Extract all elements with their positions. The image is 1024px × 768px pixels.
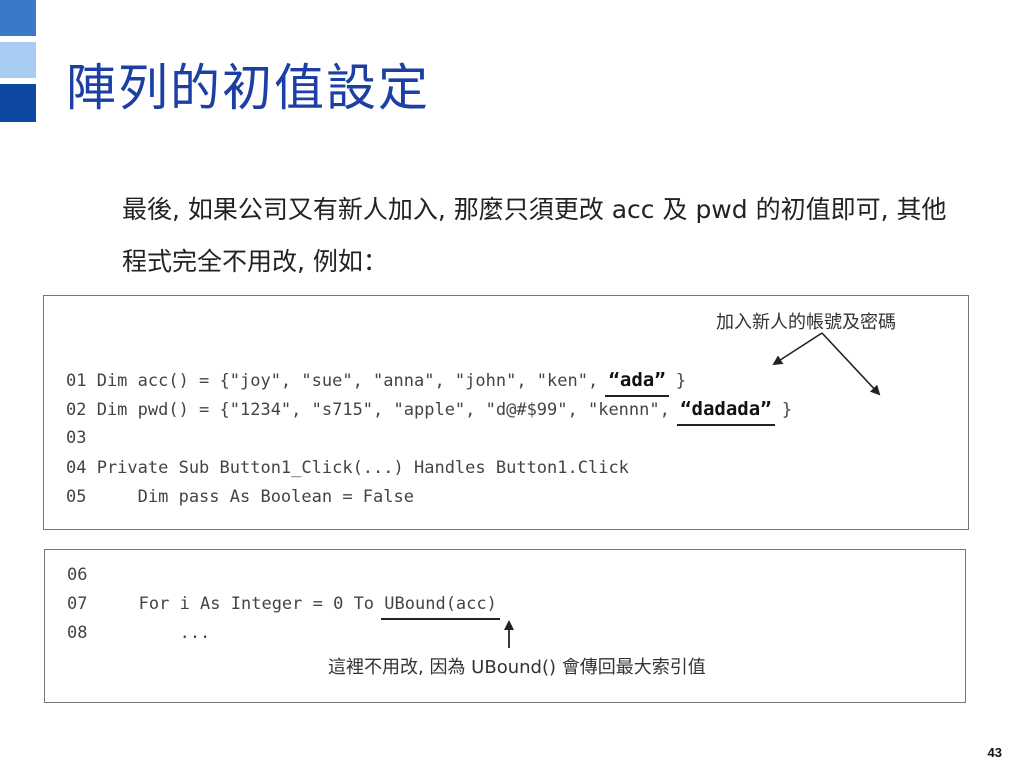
page-number: 43 bbox=[987, 745, 1002, 760]
underline bbox=[381, 618, 500, 620]
arrow-to-ada bbox=[772, 332, 823, 366]
code-box-1: 加入新人的帳號及密碼 01 Dim acc() = {"joy", "sue",… bbox=[43, 295, 969, 530]
decor-square-top bbox=[0, 0, 36, 36]
highlight-text: “ada” bbox=[608, 369, 666, 391]
decor-square-bottom bbox=[0, 84, 36, 122]
code-text: 02 Dim pwd() = {"1234", "s715", "apple",… bbox=[66, 400, 681, 420]
slide-title: 陣列的初值設定 bbox=[66, 59, 430, 117]
annotation-ubound: 這裡不用改, 因為 UBound() 會傳回最大索引值 bbox=[328, 657, 706, 678]
underline bbox=[605, 395, 669, 397]
code-line-04: 04 Private Sub Button1_Click(...) Handle… bbox=[66, 458, 629, 478]
underline bbox=[677, 424, 775, 426]
intro-paragraph: 最後, 如果公司又有新人加入, 那麼只須更改 acc 及 pwd 的初值即可, … bbox=[122, 195, 947, 276]
code-line-08: 08 ... bbox=[67, 623, 211, 643]
decor-square-middle bbox=[0, 42, 36, 78]
highlight-ubound: UBound(acc) bbox=[381, 593, 500, 620]
code-text: } bbox=[665, 371, 687, 391]
annotation-arrows bbox=[772, 332, 881, 396]
code-line-07: 07 For i As Integer = 0 To UBound(acc) bbox=[67, 593, 500, 620]
code-text: } bbox=[771, 400, 793, 420]
code-text: 07 For i As Integer = 0 To bbox=[67, 594, 385, 614]
code-box-2: 06 07 For i As Integer = 0 To UBound(acc… bbox=[44, 549, 966, 703]
code-line-05: 05 Dim pass As Boolean = False bbox=[66, 487, 414, 507]
code-line-02: 02 Dim pwd() = {"1234", "s715", "apple",… bbox=[66, 398, 793, 426]
annotation-new-user: 加入新人的帳號及密碼 bbox=[716, 312, 896, 333]
highlight-text: “dadada” bbox=[680, 398, 772, 420]
code-line-01: 01 Dim acc() = {"joy", "sue", "anna", "j… bbox=[66, 369, 687, 397]
arrow-to-dadada bbox=[821, 332, 881, 396]
annotation-arrow-ubound bbox=[504, 620, 514, 648]
code-line-06: 06 bbox=[67, 565, 88, 585]
code-text: 01 Dim acc() = {"joy", "sue", "anna", "j… bbox=[66, 371, 609, 391]
highlight-dadada: “dadada” bbox=[677, 398, 775, 426]
highlight-text: UBound(acc) bbox=[384, 594, 497, 614]
code-line-03: 03 bbox=[66, 428, 87, 448]
highlight-ada: “ada” bbox=[605, 369, 669, 397]
